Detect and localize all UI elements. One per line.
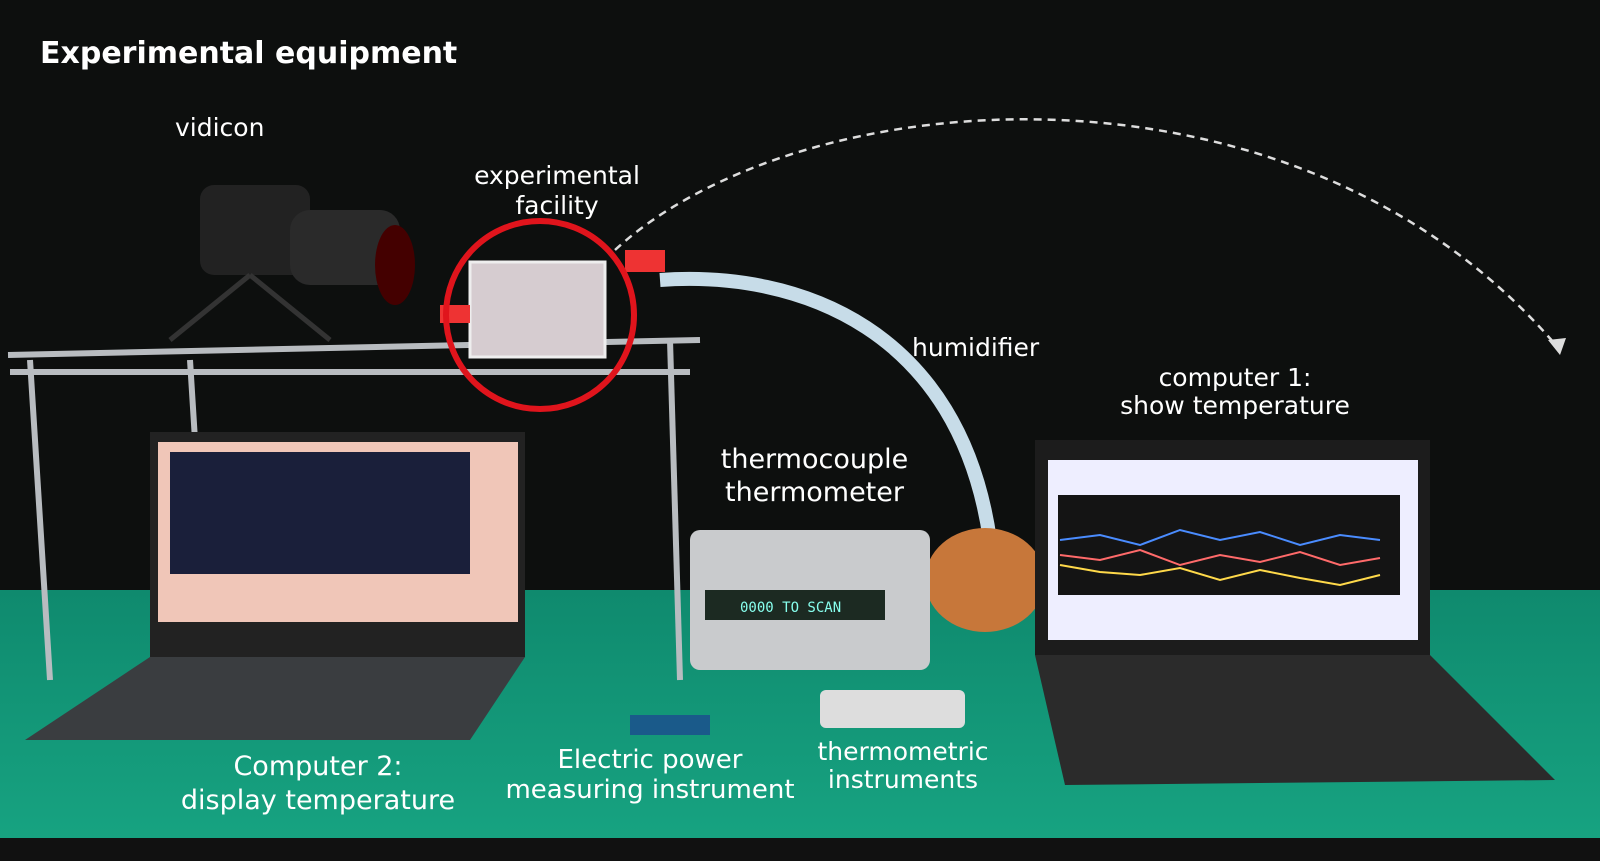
- label-power-meter: Electric power measuring instrument: [495, 745, 805, 805]
- label-humidifier: humidifier: [912, 333, 1040, 362]
- laptop-computer-1: [1035, 440, 1555, 785]
- label-line: experimental: [474, 161, 640, 190]
- thermocouple-thermometer: 0000 TO SCAN: [690, 530, 930, 670]
- laptop-computer-2: [25, 432, 525, 740]
- experimental-box: [468, 260, 607, 359]
- highlight-circle: [443, 218, 637, 412]
- label-line: thermometric: [817, 737, 989, 766]
- label-line: facility: [515, 191, 599, 220]
- label-vidicon: vidicon: [175, 113, 265, 142]
- camera: [168, 185, 415, 342]
- label-line: show temperature: [1120, 391, 1350, 420]
- label-line: instruments: [827, 765, 979, 794]
- label-thermocouple-thermometer: thermocouple thermometer: [712, 443, 917, 509]
- label-computer-1: computer 1: show temperature: [1105, 364, 1365, 420]
- label-line: Computer 2:: [233, 751, 403, 782]
- label-line: measuring instrument: [505, 775, 795, 805]
- arrow-head: [1548, 338, 1566, 355]
- label-line: display temperature: [180, 785, 456, 816]
- dashed-arrow: [614, 118, 1561, 351]
- power-meter-board: [630, 715, 710, 735]
- bottom-strip: [0, 838, 1600, 861]
- label-computer-2: Computer 2: display temperature: [168, 750, 468, 818]
- label-experimental-facility: experimental facility: [462, 161, 652, 221]
- humidifier-tube: [659, 272, 997, 541]
- label-line: thermometer: [725, 477, 904, 508]
- svg-text:0000 TO SCAN: 0000 TO SCAN: [740, 600, 841, 616]
- humidifier: [925, 528, 1045, 632]
- figure-title: Experimental equipment: [40, 36, 458, 71]
- label-line: computer 1:: [1158, 363, 1312, 392]
- thermometric-instrument: [820, 690, 965, 728]
- label-thermometric-instruments: thermometric instruments: [808, 738, 998, 794]
- label-line: Electric power: [557, 745, 743, 775]
- label-line: thermocouple: [720, 444, 909, 475]
